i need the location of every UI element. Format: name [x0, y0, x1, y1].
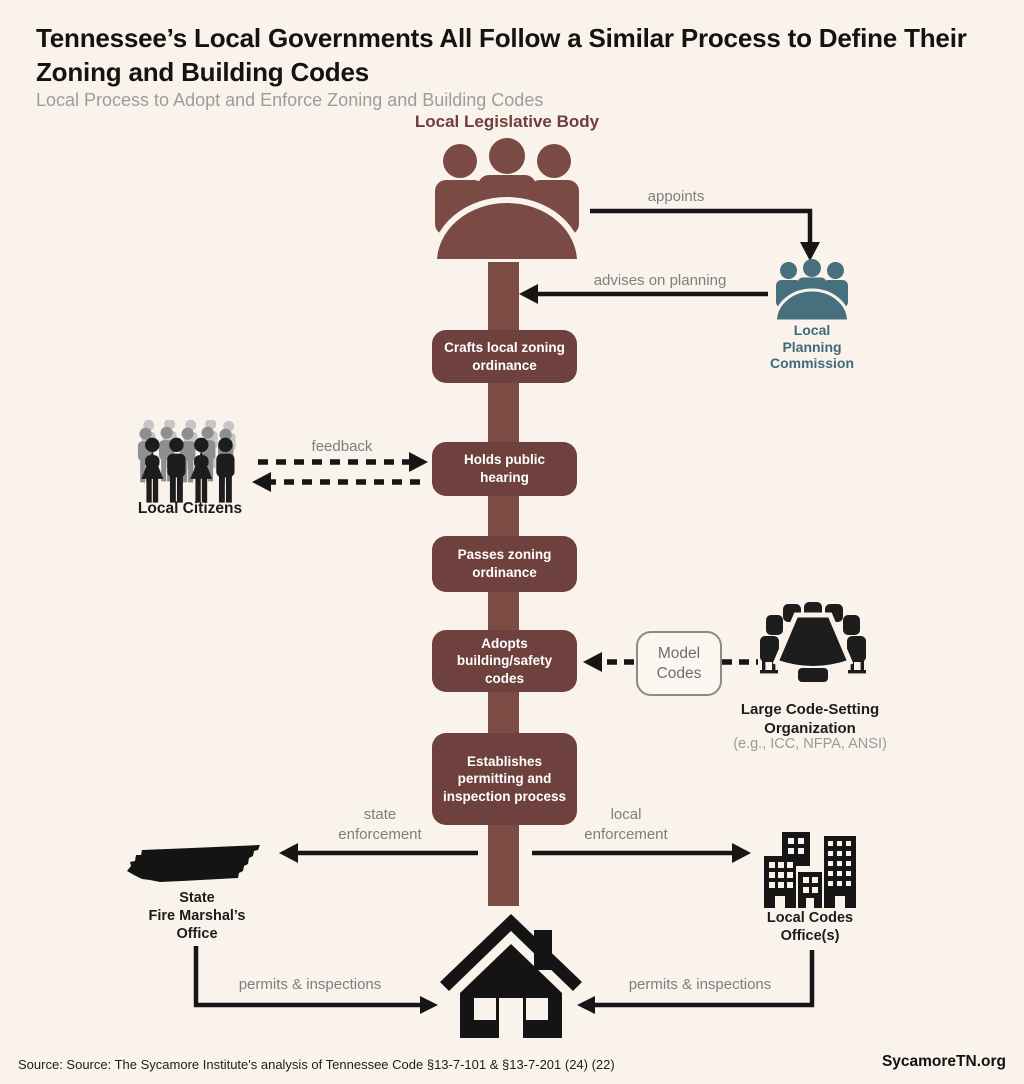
step-permitting-process: Establishes permitting and inspection pr…: [432, 733, 577, 825]
state-enforcement-arrowhead: [279, 843, 298, 863]
permits-inspections-left-label: permits & inspections: [238, 976, 382, 993]
advises-arrowhead: [519, 284, 538, 304]
feedback-left-arrowhead: [252, 472, 271, 492]
appoints-arrow-line: [590, 208, 813, 244]
codes-office-label: Local Codes Office(s): [766, 910, 854, 945]
codes-office-buildings-icon: [764, 832, 856, 908]
page-title: Tennessee’s Local Governments All Follow…: [36, 23, 967, 87]
fire-marshal-label: State Fire Marshal’s Office: [148, 890, 246, 943]
lc-permits-line: [592, 950, 815, 1008]
fm-permits-arrowhead: [420, 996, 438, 1014]
house-icon: [440, 914, 582, 1038]
legislative-body-icon: [430, 138, 584, 262]
state-enforcement-label: state enforcement: [338, 806, 422, 843]
advises-label: advises on planning: [593, 272, 727, 289]
step-passes-ordinance: Passes zoning ordinance: [432, 536, 577, 592]
code-organization-examples: (e.g., ICC, NFPA, ANSI): [733, 736, 887, 752]
legislative-body-label: Local Legislative Body: [414, 112, 600, 131]
model-codes-box: Model Codes: [636, 631, 722, 696]
local-citizens-icon: [137, 420, 236, 503]
local-citizens-label: Local Citizens: [137, 500, 243, 517]
appoints-arrowhead: [800, 242, 820, 261]
step-public-hearing: Holds public hearing: [432, 442, 577, 496]
page-subtitle: Local Process to Adopt and Enforce Zonin…: [36, 90, 544, 110]
appoints-label: appoints: [647, 188, 705, 205]
step-adopts-codes: Adopts building/safety codes: [432, 630, 577, 692]
lc-permits-arrowhead: [577, 996, 595, 1014]
local-enforcement-label: local enforcement: [584, 806, 668, 843]
step-crafts-ordinance: Crafts local zoning ordinance: [432, 330, 577, 383]
fm-permits-line: [193, 946, 423, 1008]
source-note: Source: Source: The Sycamore Institute's…: [18, 1057, 615, 1072]
code-organization-icon: [760, 602, 866, 682]
planning-commission-label: Local Planning Commission: [769, 322, 854, 372]
feedback-label: feedback: [311, 438, 373, 455]
tennessee-state-icon: [127, 845, 260, 882]
planning-commission-icon: [773, 259, 851, 321]
modelcodes-arrowhead: [583, 652, 602, 672]
local-enforcement-arrowhead: [732, 843, 751, 863]
code-organization-label: Large Code-Setting Organization: [740, 701, 880, 737]
permits-inspections-right-label: permits & inspections: [628, 976, 772, 993]
brand-wordmark: SycamoreTN.org: [881, 1053, 1006, 1070]
feedback-right-arrowhead: [409, 452, 428, 472]
